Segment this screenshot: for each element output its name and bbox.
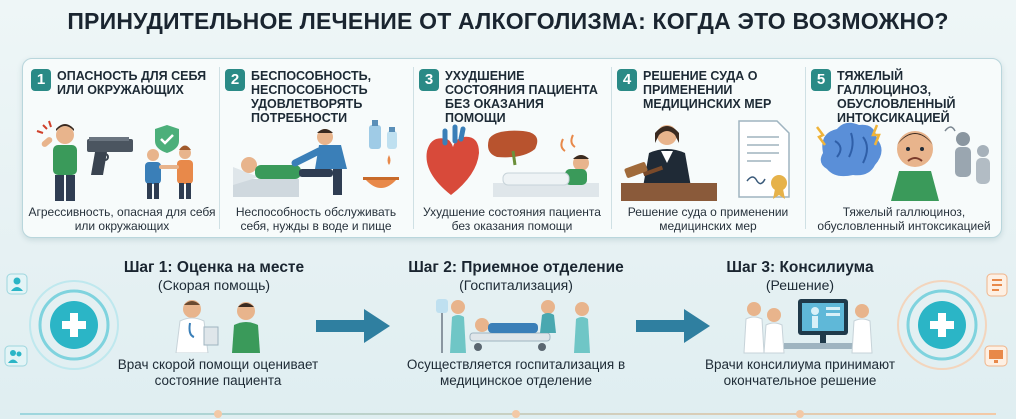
bottle-icon	[369, 125, 381, 149]
criterion-2: 2 БЕСПОСОБНОСТЬ, НЕСПОСОБНОСТЬ УДОВЛЕТВО…	[221, 59, 411, 239]
patient-head-icon	[475, 318, 489, 332]
step-1-subtitle: (Скорая помощь)	[157, 277, 271, 293]
criterion-heading: РЕШЕНИЕ СУДА О ПРИМЕНЕНИИ МЕДИЦИНСКИХ МЕ…	[643, 69, 772, 111]
step-3-caption: Врачи консилиума принимают окончательное…	[704, 357, 896, 388]
monitor-small-icon	[984, 345, 1008, 367]
criterion-caption: Агрессивность, опасная для себя или окру…	[28, 205, 216, 233]
step-2-caption: Осуществляется госпитализация в медицинс…	[406, 357, 626, 388]
criterion-number: 4	[617, 69, 637, 91]
criterion-3: 3 УХУДШЕНИЕ СОСТОЯНИЯ ПАЦИЕНТА БЕЗ ОКАЗА…	[415, 59, 609, 239]
stethoscope-icon	[188, 322, 195, 338]
distressed-face-icon	[897, 131, 933, 167]
arrow-right-icon	[636, 309, 710, 343]
criterion-heading: УХУДШЕНИЕ СОСТОЯНИЯ ПАЦИЕНТА БЕЗ ОКАЗАНИ…	[445, 69, 598, 125]
criterion-number: 3	[419, 69, 439, 91]
process-steps: Шаг 1: Оценка на месте (Скорая помощь) В…	[0, 245, 1016, 419]
shield-icon	[155, 125, 179, 153]
document-icon	[738, 120, 790, 199]
user-icon	[6, 273, 28, 295]
hospitalization-illustration	[436, 299, 590, 353]
criterion-number: 1	[31, 69, 51, 91]
clipboard-icon	[986, 273, 1008, 297]
aggression-illustration	[36, 120, 193, 201]
divider	[413, 67, 414, 229]
deterioration-illustration	[426, 124, 599, 197]
doctor-consult-illustration	[175, 300, 260, 353]
bowl-icon	[365, 179, 397, 188]
criteria-panel: 1 ОПАСНОСТЬ ДЛЯ СЕБЯ ИЛИ ОКРУЖАЮЩИХ	[22, 58, 1002, 238]
gavel-icon	[624, 162, 664, 178]
medical-cross-ring-left	[29, 280, 119, 370]
criterion-number: 2	[225, 69, 245, 91]
divider	[805, 67, 806, 229]
pistol-icon	[87, 137, 133, 175]
medical-team-icon	[4, 345, 28, 367]
arrow-right-icon	[316, 309, 390, 343]
criterion-caption: Тяжелый галлюциноз, обусловленный интокс…	[817, 205, 991, 233]
step-1-title: Шаг 1: Оценка на месте	[123, 259, 305, 276]
criterion-4: 4 РЕШЕНИЕ СУДА О ПРИМЕНЕНИИ МЕДИЦИНСКИХ …	[613, 59, 803, 239]
heart-icon	[426, 124, 479, 195]
step-2-subtitle: (Госпитализация)	[459, 277, 573, 293]
divider	[611, 67, 612, 229]
liver-icon	[488, 130, 538, 158]
consilium-illustration	[743, 299, 873, 354]
timeline-line	[20, 413, 996, 415]
step-3-subtitle: (Решение)	[765, 277, 835, 293]
medical-cross-ring-right	[897, 280, 987, 370]
person-head-icon	[56, 126, 74, 144]
criterion-heading: БЕСПОСОБНОСТЬ, НЕСПОСОБНОСТЬ УДОВЛЕТВОРЯ…	[251, 69, 372, 125]
step-1-caption: Врач скорой помощи оценивает состояние п…	[117, 357, 319, 388]
criterion-5: 5 ТЯЖЕЛЫЙ ГАЛЛЮЦИНОЗ, ОБУСЛОВЛЕННЫЙ ИНТО…	[807, 59, 1001, 239]
criterion-caption: Решение суда о применении медицинских ме…	[627, 205, 789, 233]
timeline-dots	[214, 410, 804, 418]
court-illustration	[621, 120, 790, 201]
step-3-title: Шаг 3: Консилиума	[726, 259, 874, 276]
criterion-number: 5	[811, 69, 831, 91]
criterion-heading: ТЯЖЕЛЫЙ ГАЛЛЮЦИНОЗ, ОБУСЛОВЛЕННЫЙ ИНТОКС…	[837, 69, 956, 125]
page-title: ПРИНУДИТЕЛЬНОЕ ЛЕЧЕНИЕ ОТ АЛКОГОЛИЗМА: К…	[67, 8, 949, 34]
hallucination-illustration	[816, 122, 990, 201]
criterion-heading: ОПАСНОСТЬ ДЛЯ СЕБЯ ИЛИ ОКРУЖАЮЩИХ	[57, 69, 207, 97]
brain-icon	[816, 122, 882, 177]
patient-head-icon	[241, 157, 257, 173]
helpless-illustration	[233, 120, 399, 197]
divider	[219, 67, 220, 229]
monitor-icon	[798, 299, 848, 343]
criterion-1: 1 ОПАСНОСТЬ ДЛЯ СЕБЯ ИЛИ ОКРУЖАЮЩИХ	[27, 59, 217, 239]
criterion-caption: Ухудшение состояния пациента без оказани…	[423, 205, 601, 233]
step-2-title: Шаг 2: Приемное отделение	[408, 259, 624, 276]
criterion-caption: Неспособность обслуживать себя, нужды в …	[235, 205, 397, 233]
